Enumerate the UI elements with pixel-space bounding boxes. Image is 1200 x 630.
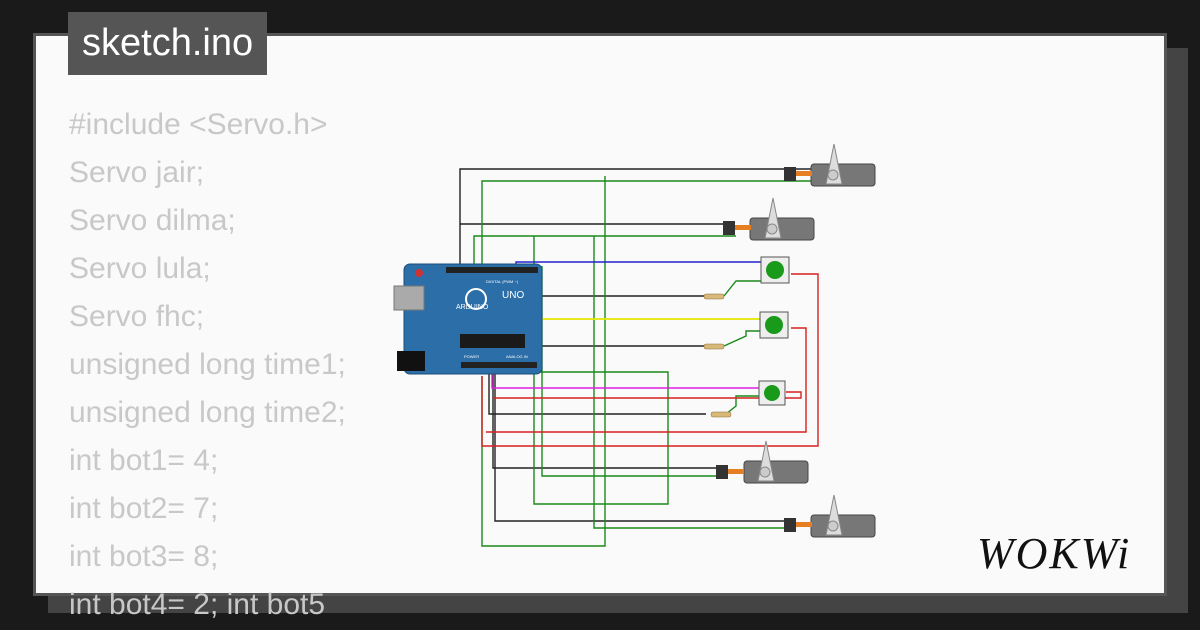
servo-motor — [723, 197, 815, 241]
board-brand: ARDUINO — [456, 304, 489, 311]
resistor — [703, 343, 725, 350]
code-line: Servo dilma; — [69, 204, 236, 237]
code-line: int bot3= 8; — [69, 540, 219, 573]
arduino-uno-board: ARDUINO UNO DIGITAL (PWM ~) POWER ANALOG… — [393, 263, 543, 375]
code-preview: #include <Servo.h> Servo jair; Servo dil… — [69, 101, 346, 629]
code-line: #include <Servo.h> — [69, 108, 328, 141]
code-line: Servo lula; — [69, 252, 211, 285]
wire-green — [473, 235, 736, 266]
board-model: UNO — [502, 290, 524, 301]
wire-green — [723, 280, 761, 297]
code-line: Servo fhc; — [69, 300, 205, 333]
pushbutton — [759, 311, 789, 339]
wire-black — [494, 371, 786, 522]
code-line: unsigned long time1; — [69, 348, 346, 381]
resistor — [710, 411, 732, 418]
wire-green — [541, 266, 726, 477]
code-line: int bot1= 4; — [69, 444, 219, 477]
code-line: int bot2= 7; — [69, 492, 219, 525]
wire-black — [488, 371, 706, 415]
wire-green — [723, 330, 761, 347]
wire-green — [506, 236, 669, 505]
circuit-diagram: ARDUINO UNO DIGITAL (PWM ~) POWER ANALOG… — [393, 143, 876, 547]
wire-green — [481, 180, 811, 266]
preview-card: #include <Servo.h> Servo jair; Servo dil… — [33, 33, 1167, 621]
resistor — [703, 293, 725, 300]
wire-red — [486, 327, 807, 433]
wire-red — [481, 273, 819, 447]
wire-green — [725, 395, 761, 415]
servo-motor — [784, 143, 876, 187]
pushbutton — [758, 380, 786, 406]
wire-red — [494, 391, 802, 399]
wire-black — [492, 371, 716, 469]
servo-motor — [784, 494, 876, 538]
code-line: unsigned long time2; — [69, 396, 346, 429]
pushbutton — [760, 256, 790, 284]
servo-motor — [716, 440, 809, 484]
board-power-label: POWER — [464, 354, 479, 359]
wire-green — [593, 236, 791, 529]
board-digital-label: DIGITAL (PWM ~) — [486, 279, 519, 284]
board-analog-label: ANALOG IN — [506, 354, 528, 359]
wire-green — [481, 176, 606, 547]
wokwi-logo: WOKWi — [975, 523, 1150, 578]
wokwi-logo-text: WOKWi — [977, 529, 1131, 578]
code-line: Servo jair; — [69, 156, 205, 189]
wire-blue — [515, 261, 761, 266]
wire-black — [459, 168, 811, 266]
code-line: int bot4= 2; int bot5 — [69, 588, 326, 621]
sketch-filename: sketch.ino — [68, 12, 268, 75]
